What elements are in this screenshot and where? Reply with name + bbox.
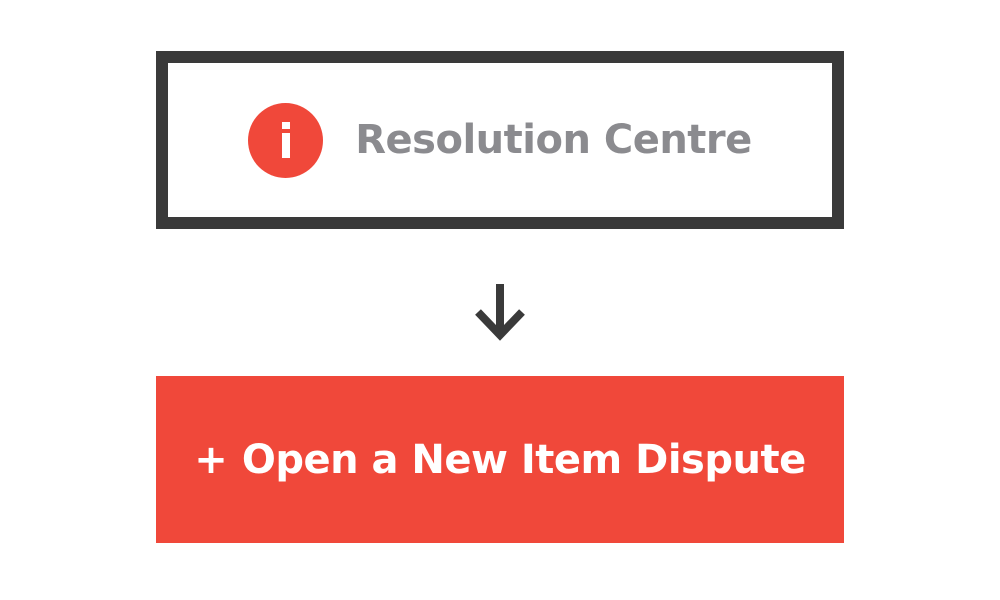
- info-icon: [248, 102, 324, 178]
- resolution-centre-link[interactable]: Resolution Centre: [156, 51, 844, 229]
- arrow-down-icon: [475, 284, 525, 341]
- open-new-item-dispute-button[interactable]: + Open a New Item Dispute: [156, 376, 844, 543]
- open-new-item-dispute-label: Open a New Item Dispute: [241, 436, 806, 483]
- resolution-centre-label: Resolution Centre: [355, 117, 752, 163]
- plus-icon: +: [194, 436, 228, 483]
